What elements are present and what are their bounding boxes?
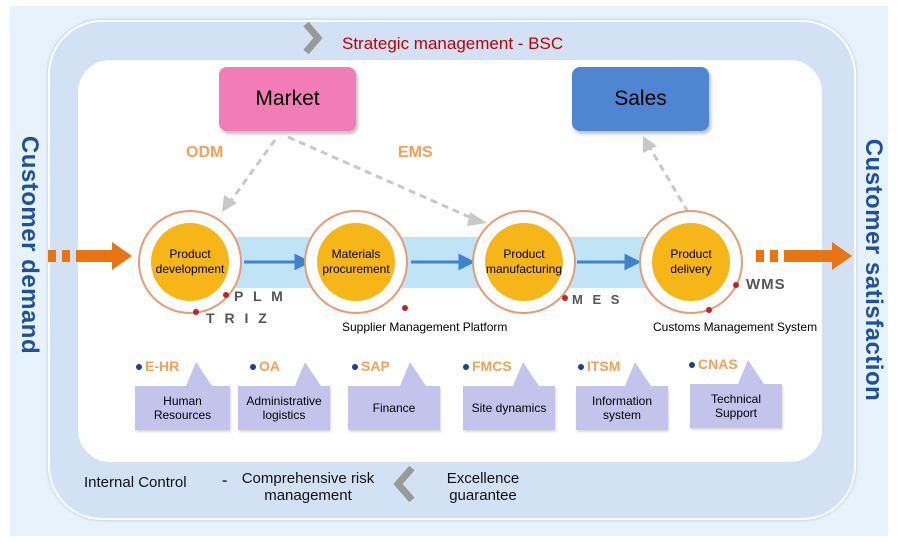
marker-dot (193, 309, 199, 315)
system-code-cnas: CNAS (698, 356, 738, 372)
marker-dot (223, 292, 229, 298)
internal-control-label: Internal Control (84, 474, 187, 491)
customs-system-label: Customs Management System (653, 320, 818, 334)
excellence-guarantee-label: Excellence guarantee (446, 470, 520, 505)
flow-arrow-head-icon (624, 253, 642, 271)
process-step-label: Product delivery (652, 223, 730, 301)
system-box-hr: Human Resources (135, 386, 230, 430)
system-bullet (463, 364, 469, 370)
mes-label: M E S (572, 292, 623, 307)
process-step-development: Product development (138, 210, 242, 314)
separator-dash: - (222, 472, 228, 489)
marker-dot (562, 295, 568, 301)
process-step-delivery: Product delivery (639, 210, 743, 314)
market-to-development-connector (228, 139, 277, 203)
callout-tail (400, 362, 426, 386)
flow-arrow-head-icon (294, 253, 312, 271)
process-step-procurement: Materials procurement (304, 210, 408, 314)
input-dash-1 (48, 250, 56, 262)
input-arrow-shaft (76, 250, 114, 262)
system-bullet (689, 362, 695, 368)
dashed-arrow-head-icon (222, 195, 237, 212)
marker-dot (706, 307, 712, 313)
input-arrow-head-icon (112, 242, 132, 270)
dashed-arrow-head-icon (643, 136, 657, 153)
output-arrow-head-icon (832, 242, 852, 270)
strategic-management-title: Strategic management - BSC (342, 34, 564, 53)
flow-arrow-head-icon (458, 253, 476, 271)
triz-label: T R I Z (206, 310, 270, 326)
top-chevron-icon (303, 21, 323, 55)
supplier-platform-label: Supplier Management Platform (342, 320, 508, 334)
callout-tail (738, 360, 764, 384)
system-bullet (136, 364, 142, 370)
system-box-finance: Finance (348, 386, 440, 430)
process-step-label: Product manufacturing (485, 223, 563, 301)
process-step-manufacturing: Product manufacturing (472, 210, 576, 314)
output-dash-1 (756, 250, 764, 262)
system-bullet (250, 364, 256, 370)
bottom-chevron-icon (393, 465, 415, 503)
faint-watermark-text: · · · · · · · · · · · · · · · · · · (530, 470, 718, 482)
callout-tail (625, 362, 651, 386)
system-code-sap: SAP (361, 358, 390, 374)
delivery-to-sales-connector (648, 147, 690, 213)
output-arrow-shaft (784, 250, 834, 262)
system-box-site-dynamics: Site dynamics (463, 386, 555, 430)
system-code-ehr: E-HR (145, 358, 180, 374)
system-code-fmcs: FMCS (472, 358, 512, 374)
callout-tail (295, 362, 321, 386)
wms-label: WMS (746, 276, 786, 293)
callout-tail (186, 362, 212, 386)
marker-dot (733, 282, 739, 288)
plm-label: P L M (234, 288, 286, 304)
risk-management-label: Comprehensive risk management (241, 470, 375, 505)
process-step-label: Product development (151, 223, 229, 301)
output-dash-2 (770, 250, 778, 262)
ems-label: EMS (398, 144, 433, 161)
system-bullet (578, 364, 584, 370)
market-to-manufacturing-connector (287, 135, 475, 221)
marker-dot (402, 305, 408, 311)
system-box-information: Information system (576, 386, 668, 430)
system-code-oa: OA (259, 358, 280, 374)
dashed-arrow-head-icon (467, 212, 487, 226)
process-step-label: Materials procurement (317, 223, 395, 301)
odm-label: ODM (186, 144, 224, 161)
system-bullet (352, 364, 358, 370)
system-box-administrative: Administrative logistics (238, 386, 330, 430)
input-dash-2 (62, 250, 70, 262)
system-box-technical-support: Technical Support (690, 384, 782, 428)
callout-tail (513, 362, 539, 386)
sales-box: Sales (572, 67, 709, 131)
system-code-itsm: ITSM (587, 358, 621, 374)
market-box: Market (219, 67, 356, 131)
